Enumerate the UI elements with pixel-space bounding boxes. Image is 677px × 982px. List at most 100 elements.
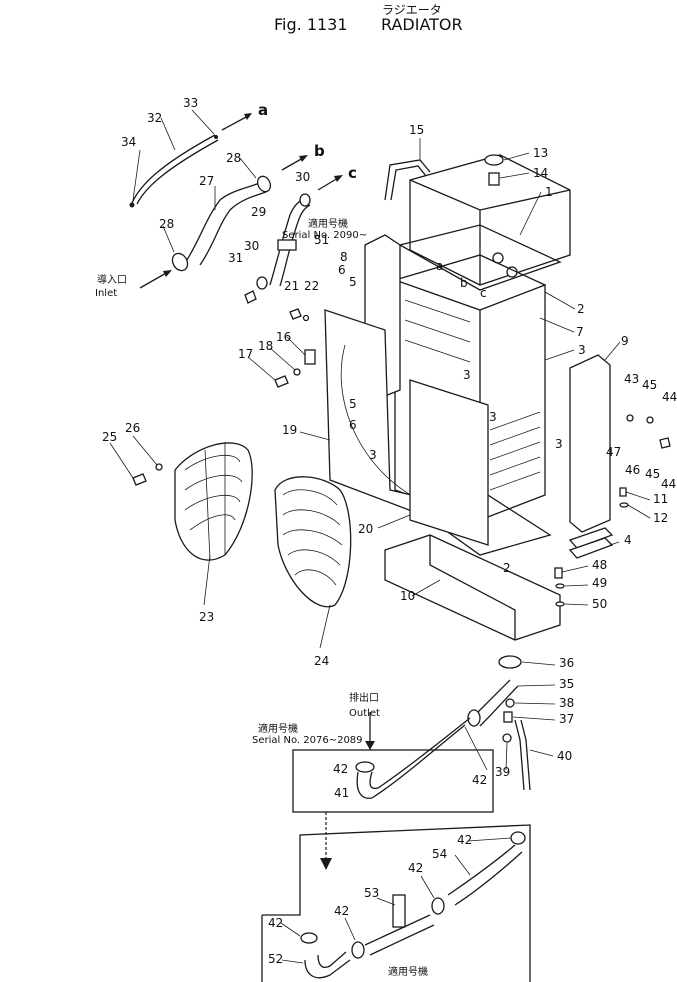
callout-21: 21 xyxy=(284,279,299,293)
callout-32: 32 xyxy=(147,111,162,125)
callout-24: 24 xyxy=(314,654,329,668)
clamp-28-lower xyxy=(171,252,189,272)
shim-4b xyxy=(568,537,614,559)
callout-17: 17 xyxy=(238,347,253,361)
inlet-arrow-line xyxy=(139,271,169,289)
callout-3-left: 3 xyxy=(369,448,377,462)
callout-23: 23 xyxy=(199,610,214,624)
callout-1: 1 xyxy=(545,185,553,199)
callout-8: 8 xyxy=(340,250,348,264)
callout-6-lower: 6 xyxy=(349,418,357,432)
callout-5-lower: 5 xyxy=(349,397,357,411)
callout-30-upper: 30 xyxy=(295,170,310,184)
upper-tank xyxy=(409,154,571,286)
callout-15: 15 xyxy=(409,123,424,137)
callout-37: 37 xyxy=(559,712,574,726)
nut-45 xyxy=(646,416,654,424)
callout-42-box2-center: 42 xyxy=(334,904,349,918)
gasket-36 xyxy=(498,655,522,669)
elbow-52-a xyxy=(304,959,351,979)
plug-14 xyxy=(488,172,500,186)
callout-25: 25 xyxy=(102,430,117,444)
callout-22: 22 xyxy=(304,279,319,293)
callout-7: 7 xyxy=(576,325,584,339)
arrow-letter-c: c xyxy=(348,164,357,182)
shim-4a xyxy=(568,527,614,549)
clamp-42-box1 xyxy=(355,761,375,773)
callout-39: 39 xyxy=(495,765,510,779)
header-katakana: ラジエータ xyxy=(382,3,442,17)
figure-number: Fig. 1131 xyxy=(274,15,348,34)
gasket-2-upper xyxy=(398,224,562,291)
bracket-51 xyxy=(277,239,297,251)
pipe-15-inner xyxy=(390,165,427,201)
callout-2-upper: 2 xyxy=(577,302,585,316)
callout-11: 11 xyxy=(653,492,668,506)
clamp-42-mid xyxy=(467,709,481,727)
fan-guard-24 xyxy=(274,476,352,608)
callout-43: 43 xyxy=(624,372,639,386)
shroud-20-ring xyxy=(340,344,421,501)
serial-jp-mid: 適用号機 xyxy=(258,722,298,735)
callout-53: 53 xyxy=(364,886,379,900)
clamp-28-upper xyxy=(256,175,272,193)
bolt-44 xyxy=(659,437,671,449)
fan-guard-23 xyxy=(174,442,253,561)
outlet-arrow-head xyxy=(365,741,375,750)
callout-40: 40 xyxy=(557,749,572,763)
washer-22 xyxy=(302,314,310,322)
clip-34 xyxy=(129,202,135,208)
figure-title: RADIATOR xyxy=(381,15,463,34)
clamp-42-left xyxy=(300,932,318,944)
outlet-label-jp: 排出口 xyxy=(349,691,379,704)
callout-3-lower: 3 xyxy=(555,437,563,451)
callout-35: 35 xyxy=(559,677,574,691)
arrow-b-head xyxy=(299,155,308,162)
bolt-11 xyxy=(619,487,627,497)
callout-50: 50 xyxy=(592,597,607,611)
plug-37 xyxy=(503,711,513,723)
callout-45-lower: 45 xyxy=(645,467,660,481)
arrow-b-line xyxy=(281,157,304,171)
callout-42-box2-top: 42 xyxy=(457,833,472,847)
serial-top: Serial No. 2090~ xyxy=(282,230,367,241)
callout-46: 46 xyxy=(625,463,640,477)
callout-core-b: b xyxy=(460,276,468,290)
hose-54-a xyxy=(447,844,516,896)
clamp-42-top xyxy=(510,831,526,845)
callout-20: 20 xyxy=(358,522,373,536)
connector-arrow xyxy=(320,858,332,870)
clip-39 xyxy=(502,733,512,743)
plate-16 xyxy=(304,349,316,365)
arrow-letter-a: a xyxy=(258,101,268,119)
clamp-30-upper xyxy=(299,193,311,207)
bolt-21 xyxy=(289,308,302,320)
bolt-48 xyxy=(554,567,563,579)
callout-19: 19 xyxy=(282,423,297,437)
callout-10: 10 xyxy=(400,589,415,603)
arrow-letter-b: b xyxy=(314,142,325,160)
arrow-c-head xyxy=(334,175,343,182)
arrow-c-line xyxy=(317,177,339,191)
leader-42-box1 xyxy=(464,726,488,771)
pipe-53-horizontal xyxy=(364,914,435,956)
washer-26 xyxy=(155,463,163,471)
callout-42-box1-right: 42 xyxy=(472,773,487,787)
callout-12: 12 xyxy=(653,511,668,525)
callout-28-upper: 28 xyxy=(226,151,241,165)
callout-31: 31 xyxy=(228,251,243,265)
callout-3-center: 3 xyxy=(463,368,471,382)
callout-numbers: 1 2 2 3 3 3 3 3 4 5 5 6 6 7 8 9 10 11 12… xyxy=(102,96,677,966)
callout-5-upper: 5 xyxy=(349,275,357,289)
washer-50 xyxy=(555,601,565,607)
callout-42-box2-right: 42 xyxy=(408,861,423,875)
callout-48: 48 xyxy=(592,558,607,572)
inlet-arrow-head xyxy=(163,270,172,277)
callout-16: 16 xyxy=(276,330,291,344)
callout-51: 51 xyxy=(314,233,329,247)
core-fins xyxy=(404,299,541,491)
callout-28-lower: 28 xyxy=(159,217,174,231)
fitting-38 xyxy=(505,698,515,708)
bolt-31 xyxy=(244,290,257,304)
